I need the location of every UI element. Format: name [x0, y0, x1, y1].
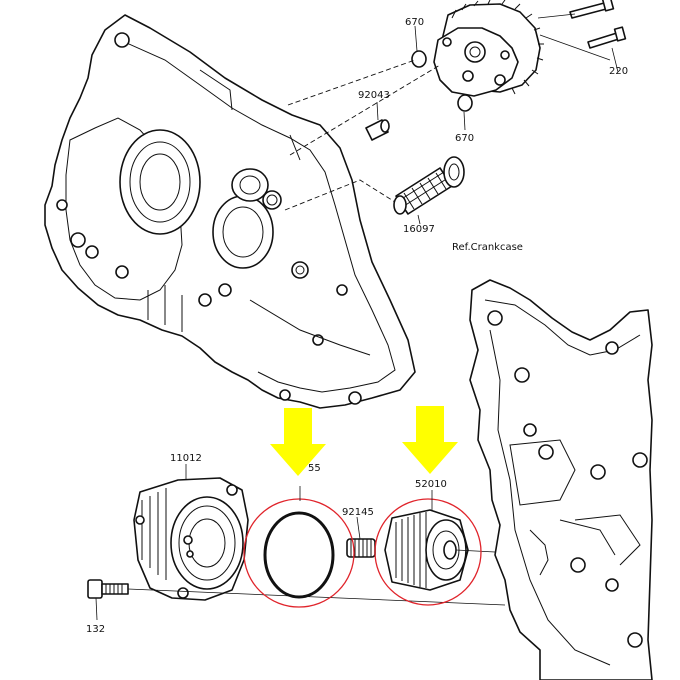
right-crankcase-ref [469, 279, 653, 680]
highlight-circle-filter [374, 498, 482, 606]
callout-92145: 92145 [342, 507, 374, 518]
oil-filter-52010 [384, 509, 496, 591]
leader-670-bottom [463, 111, 466, 131]
down-arrow-icon [270, 408, 326, 476]
callout-11012: 11012 [170, 453, 202, 464]
callout-16097: 16097 [403, 224, 435, 235]
bolt-132 [87, 579, 129, 599]
spring-92145 [346, 538, 376, 558]
left-crankcase-half [44, 14, 416, 409]
highlight-circle-oring [243, 498, 355, 608]
o-ring-670-bottom [457, 94, 473, 112]
callout-o-ring-partial: 55 [308, 463, 321, 474]
leader-92145 [356, 516, 361, 540]
bolts-220 [537, 0, 627, 61]
callout-ref-crankcase: Ref.Crankcase [452, 242, 523, 253]
callout-132: 132 [86, 624, 105, 635]
o-ring-670-top [411, 50, 427, 68]
callout-670-top: 670 [405, 17, 424, 28]
callout-92043: 92043 [358, 90, 390, 101]
oil-pump-gear-assembly [433, 0, 544, 97]
oil-screen-16097 [393, 156, 465, 215]
assembly-line-oring [287, 59, 416, 106]
o-ring [263, 511, 335, 599]
down-arrow-icon [402, 406, 458, 474]
callout-52010: 52010 [415, 479, 447, 490]
leader-220 [611, 47, 619, 73]
callout-220: 220 [609, 66, 628, 77]
leader-92043 [376, 101, 379, 121]
assembly-line-pump [289, 64, 441, 156]
leader-16097 [417, 214, 421, 225]
dowel-pin-92043 [365, 119, 390, 141]
assembly-line-bolt [127, 588, 506, 606]
leader-670-top [414, 25, 418, 52]
oil-filter-cover-11012 [133, 477, 249, 601]
leader-132 [95, 597, 98, 621]
assembly-line-screen [284, 179, 396, 211]
callout-670-bottom: 670 [455, 133, 474, 144]
